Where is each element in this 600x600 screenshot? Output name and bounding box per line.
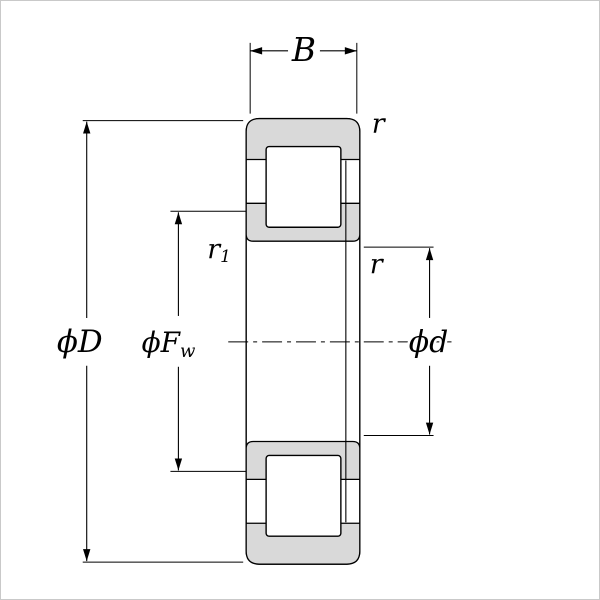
roller-bottom: [265, 454, 342, 537]
raceway-diameter-label-main: ϕF: [142, 326, 182, 359]
chamfer-label-inner-left-main: r: [207, 234, 222, 265]
raceway-diameter-label-subscript: w: [180, 341, 195, 362]
chamfer-label-outer-top-right: r: [372, 109, 387, 140]
width-label: B: [291, 30, 316, 69]
dimension-raceway-diameter-Fw: ϕFw: [139, 210, 247, 472]
chamfer-label-inner-right: r: [370, 249, 385, 280]
roller-top: [265, 145, 342, 228]
chamfer-label-inner-left: r1: [207, 234, 231, 266]
outer-diameter-label: ϕD: [57, 324, 103, 360]
bore-diameter-label: ϕd: [409, 325, 449, 360]
dimension-width-B: B: [249, 27, 358, 114]
dimension-bore-diameter-d: ϕd: [363, 246, 451, 437]
raceway-diameter-label: ϕFw: [142, 326, 196, 362]
chamfer-label-inner-left-subscript: 1: [220, 246, 231, 266]
dimension-outer-diameter-D: ϕD: [54, 120, 244, 563]
